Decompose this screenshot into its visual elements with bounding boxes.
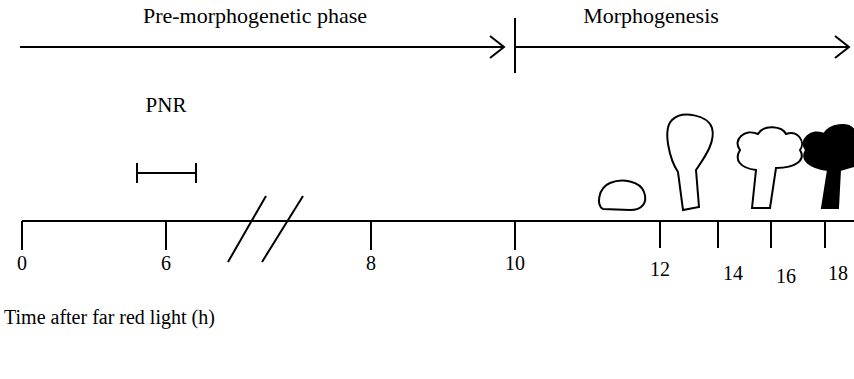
pnr-bracket <box>136 163 138 183</box>
axis-ticks <box>22 221 825 250</box>
period-label: PNR <box>146 94 187 117</box>
phase-arrow <box>20 46 503 48</box>
tick-label: 6 <box>161 252 171 274</box>
stalk-stage <box>667 115 712 210</box>
tick-label: 8 <box>366 252 376 274</box>
mature-stage <box>804 125 854 208</box>
phase-label: Morphogenesis <box>583 4 719 28</box>
phase-divider <box>514 18 516 73</box>
tick-label: 14 <box>723 262 743 284</box>
phase-label: Pre-morphogenetic phase <box>143 4 367 28</box>
arrow-head <box>835 36 849 58</box>
tick-label: 16 <box>776 265 796 287</box>
tick-label: 0 <box>17 252 27 274</box>
axis-break <box>262 196 303 262</box>
arrow-head <box>490 36 504 58</box>
pnr-bracket <box>195 163 197 183</box>
tick-label: 10 <box>505 252 525 274</box>
axis-break <box>228 196 266 262</box>
pnr-bracket <box>137 172 196 174</box>
cap-stage <box>738 127 802 208</box>
tick-label: 12 <box>650 258 670 280</box>
primordium-stage <box>599 181 645 210</box>
axis-title: Time after far red light (h) <box>4 306 215 328</box>
time-axis <box>22 220 854 222</box>
tick-label: 18 <box>828 262 848 284</box>
phase-arrow <box>515 46 848 48</box>
